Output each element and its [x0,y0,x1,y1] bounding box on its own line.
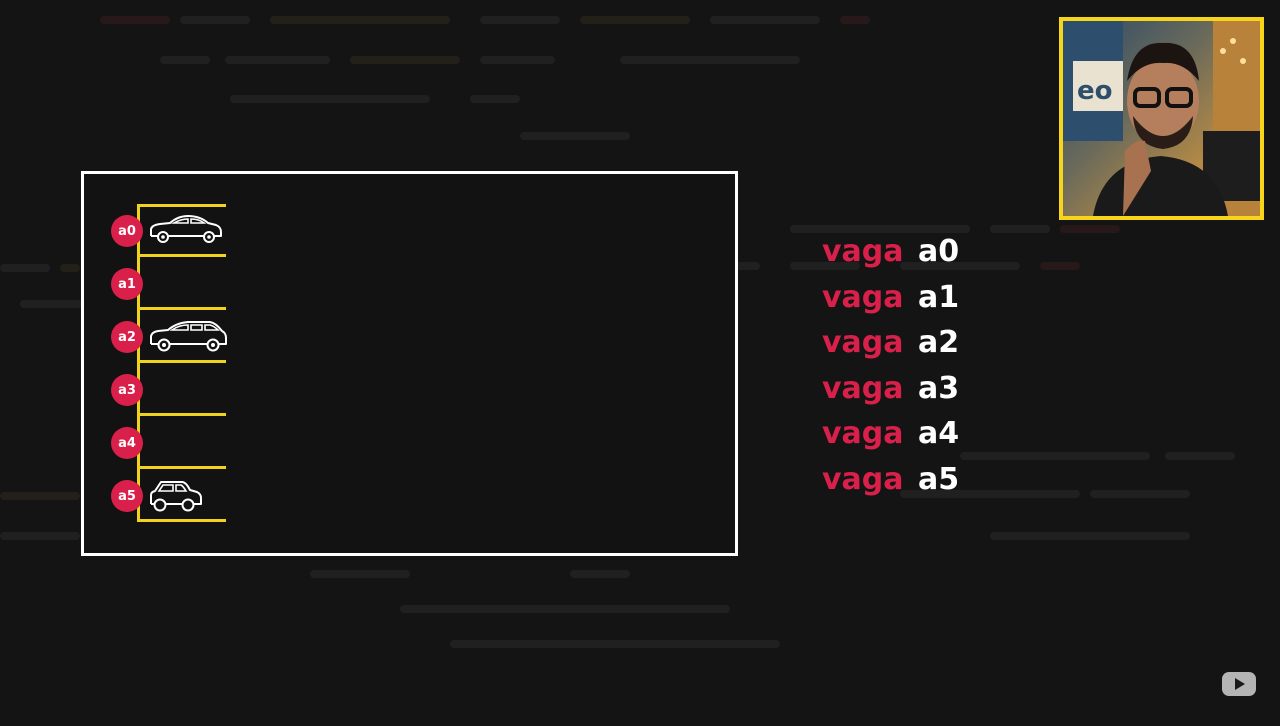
slot-badge-a3: a3 [111,374,143,406]
variable-name: a1 [918,279,960,315]
parking-slot-a3 [137,363,226,416]
parking-slot-a4 [137,416,226,469]
slot-badge-a0: a0 [111,215,143,247]
hatchback-icon [150,321,227,352]
keyword-label: vaga [822,416,904,452]
keyword-label: vaga [822,325,904,361]
slot-line [137,413,226,416]
list-item: vaga a5 [822,457,959,503]
parking-lot-board: a0 a1 a2 a3 a4 a5 [81,171,738,556]
keyword-label: vaga [822,234,904,270]
svg-text:eo: eo [1077,76,1113,106]
presenter-icon: eo [1063,21,1260,216]
list-item: vaga a1 [822,275,959,321]
keyword-label: vaga [822,461,904,497]
parking-lot: a0 a1 a2 a3 a4 a5 [84,174,735,553]
youtube-play-icon[interactable] [1221,669,1257,699]
list-item: vaga a3 [822,366,959,412]
slot-badge-a5: a5 [111,480,143,512]
slot-badge-a1: a1 [111,268,143,300]
list-item: vaga a4 [822,411,959,457]
slot-line [137,307,226,310]
slot-badge-a4: a4 [111,427,143,459]
slot-badge-a2: a2 [111,321,143,353]
variable-name: a0 [918,234,960,270]
presenter-webcam: eo [1059,17,1264,220]
sedan-icon [150,215,222,243]
variable-name: a4 [918,416,960,452]
slot-line [137,360,226,363]
variable-list: vaga a0 vaga a1 vaga a2 vaga a3 vaga a4 … [822,229,959,502]
variable-name: a5 [918,461,960,497]
keyword-label: vaga [822,370,904,406]
list-item: vaga a0 [822,229,959,275]
variable-name: a2 [918,325,960,361]
slot-line [137,254,226,257]
list-item: vaga a2 [822,320,959,366]
slot-line [137,466,226,469]
keyword-label: vaga [822,279,904,315]
parking-slot-a1 [137,257,226,310]
variable-name: a3 [918,370,960,406]
slot-line [137,519,226,522]
small-car-icon [150,481,202,512]
slot-line [137,204,226,207]
